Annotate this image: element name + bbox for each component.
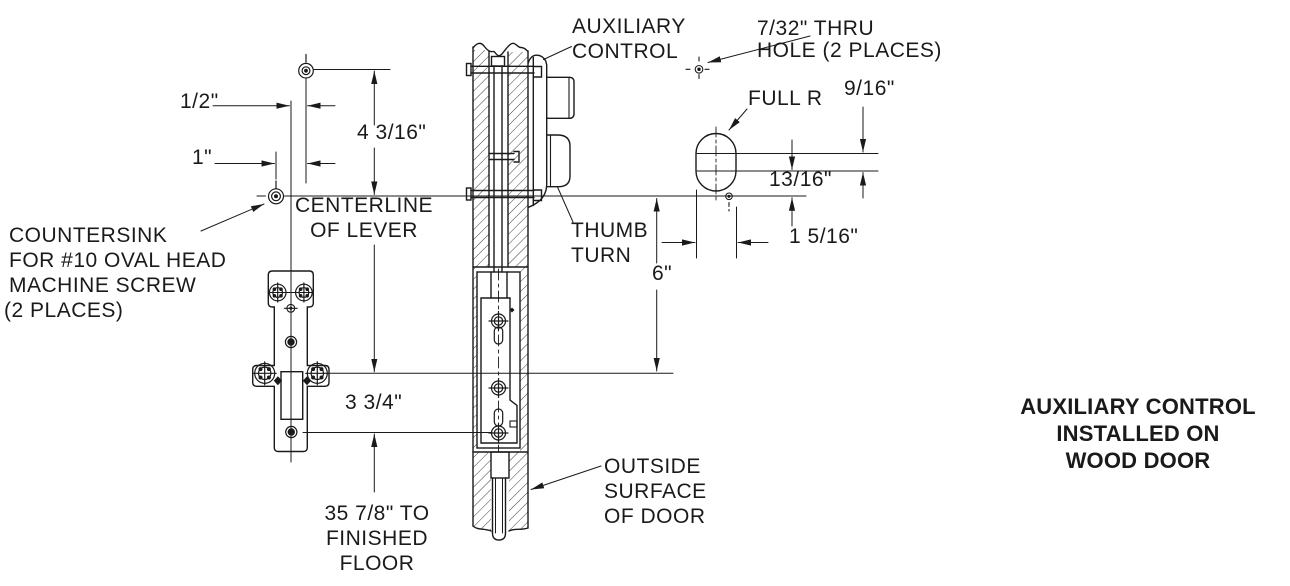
break-line-bottom [472,525,492,532]
break-line-bottom [508,527,529,532]
door-section [472,42,529,532]
dim-13-16: 13/16" [769,168,833,191]
drawing-caption-line3: WOOD DOOR [1065,448,1211,473]
door-hatch [508,52,528,267]
diamond-marker [273,376,283,386]
break-line-top [472,42,529,57]
door-hatch [509,452,528,531]
door-hatch [473,452,491,531]
dim-1-5-16: 1 5/16" [789,225,859,248]
outside-surface-label: OUTSIDE SURFACE OF DOOR [604,454,707,529]
dim-one-inch: 1" [192,146,213,169]
aux-control-label-line2: CONTROL [572,40,679,63]
through-bolts [465,62,543,202]
faceplate-outline [252,270,330,453]
countersink-note-line2: FOR #10 OVAL HEAD [9,249,227,272]
door-hatch [473,50,489,267]
escutcheon-outline [527,54,548,208]
aux-control-label-line1: AUXILIARY [572,15,686,38]
countersink-note-line1: COUNTERSINK [9,224,168,247]
to-floor-note: 35 7/8" TO FINISHED FLOOR [297,501,457,576]
latch-opening [280,371,304,421]
bolt-bracket [532,65,543,78]
aux-control-label: AUXILIARY CONTROL [572,14,686,64]
thru-hole-label-line2: HOLE (2 PLACES) [757,39,942,62]
dim-6-inch: 6" [652,262,673,285]
mounting-hole-marker [298,53,314,79]
vertical-rod [490,55,506,273]
dim-4-3-16: 4 3/16" [357,121,427,144]
to-floor-note-line3: FLOOR [339,552,415,575]
control-module [546,76,575,119]
dim-half-inch: 1/2" [180,90,219,113]
faceplate-screw [268,282,313,303]
drawing-caption: AUXILIARY CONTROL INSTALLED ON WOOD DOOR [993,393,1283,474]
mortise-lock-case [472,266,529,453]
countersink-note-line3: MACHINE SCREW [9,274,197,297]
centerline-label: CENTERLINE OF LEVER [289,193,439,243]
mounting-screw [252,361,330,386]
tab [509,420,518,428]
countersink-note: COUNTERSINK FOR #10 OVAL HEAD MACHINE SC… [4,223,227,323]
bolt-head [465,62,472,77]
aux-control-housing [527,54,575,208]
centerline-label-line1: CENTERLINE [294,194,434,217]
to-floor-note-line1: 35 7/8" TO [324,502,430,525]
drawing-caption-line1: AUXILIARY CONTROL [1020,394,1256,419]
drawing-caption-line2: INSTALLED ON [1056,421,1220,446]
thumb-turn-cutout [695,126,737,212]
door-hatch [520,267,528,452]
thru-hole-label: 7/32" THRU HOLE (2 PLACES) [757,18,942,62]
outside-surface-label-line3: OF DOOR [604,505,706,528]
diamond-marker [302,376,312,386]
dim-9-16: 9/16" [844,77,895,100]
to-floor-note-line2: FINISHED [325,527,428,550]
thumb-turn-label-line1: THUMB [571,219,649,242]
dim-3-3-4: 3 3/4" [345,391,403,414]
outside-surface-label-line1: OUTSIDE [604,455,701,478]
outside-surface-label-line2: SURFACE [604,480,707,503]
dimension-lines [200,35,879,493]
thru-hole-label-line1: 7/32" THRU [757,17,875,40]
full-r-label: FULL R [748,87,823,110]
bolt-bracket [513,150,520,163]
thru-hole-marker [685,56,713,83]
lower-rod [490,451,510,541]
bolt-bracket [532,189,543,202]
thumb-turn [546,134,571,188]
thumb-turn-label: THUMB TURN [571,218,648,268]
diamond-marker [509,307,515,313]
centerline-label-line2: OF LEVER [310,219,418,242]
bolt-head [465,187,472,201]
faceplate [252,100,330,463]
thumb-turn-label-line2: TURN [571,244,632,267]
door-hatch [473,267,477,452]
countersink-marker [267,180,285,205]
countersink-note-line4: (2 PLACES) [4,299,124,322]
